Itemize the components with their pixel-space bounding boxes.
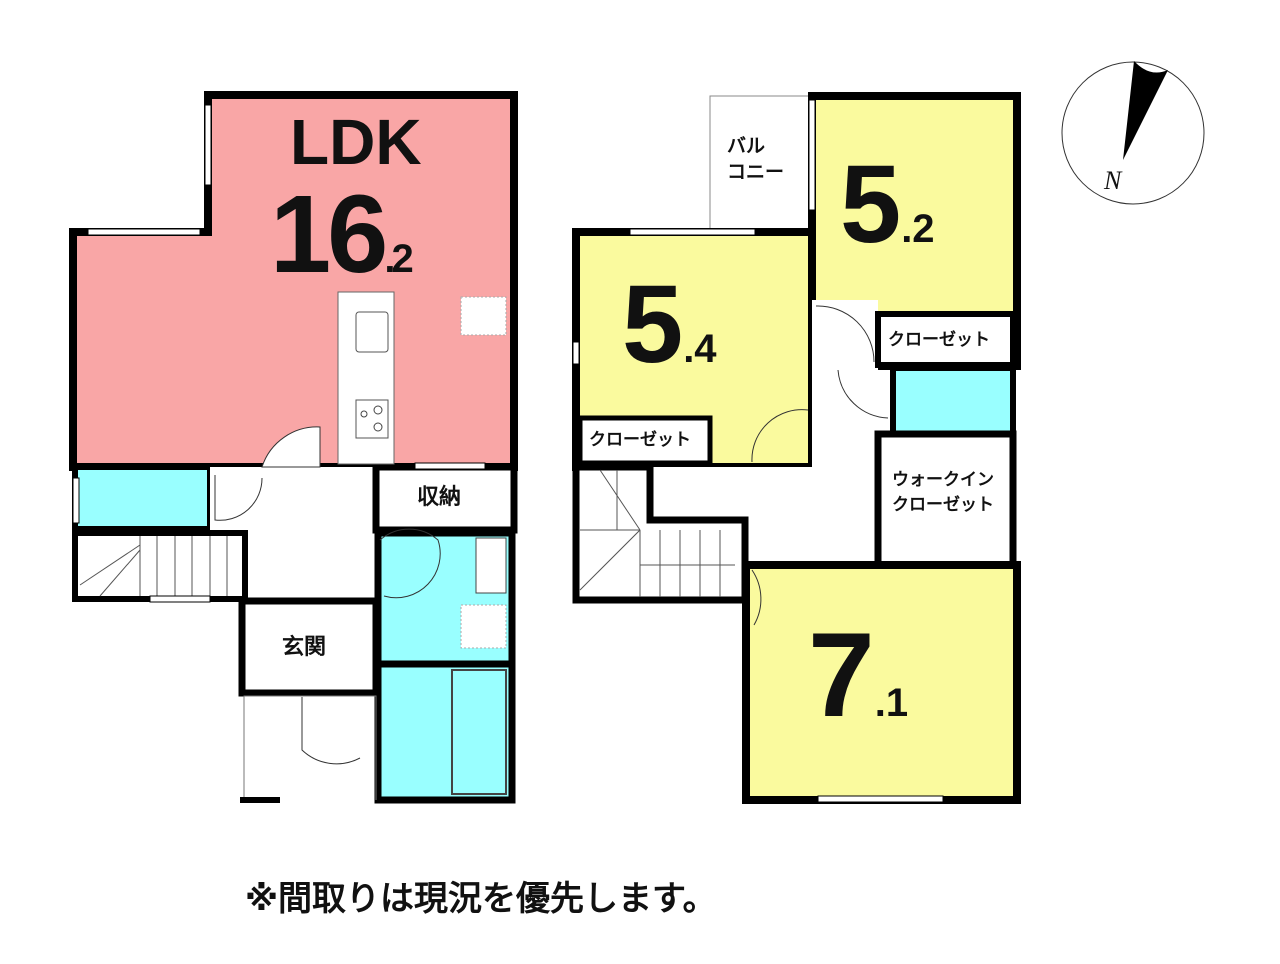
ldk-label: LDK <box>290 106 422 178</box>
windows-1f <box>72 104 486 603</box>
room-7-1-size: 7.1 <box>808 615 908 735</box>
room-7-1-int: 7 <box>808 608 875 742</box>
stairs-1f <box>72 530 248 602</box>
floor-1 <box>69 91 518 804</box>
compass <box>1061 61 1205 205</box>
closet-5-4 <box>577 415 713 466</box>
doors-2f <box>751 305 889 626</box>
balcony <box>709 95 813 233</box>
closet-5-4-label: クローゼット <box>589 430 691 450</box>
floor-2 <box>572 92 1021 804</box>
walk-in-closet <box>874 430 1017 569</box>
storage-label: 収納 <box>417 485 462 510</box>
toilet-2f <box>890 365 1016 437</box>
stair-steps-1f <box>79 536 228 597</box>
wic-label-1: ウォークイン <box>892 470 994 490</box>
stair-steps-2f <box>579 469 735 597</box>
porch <box>243 695 377 800</box>
balcony-label-1: バル <box>727 135 766 157</box>
toilet-1f <box>72 464 213 532</box>
room-5-2-size: 5.2 <box>840 150 935 260</box>
doors-1f <box>214 426 441 765</box>
ldk-size-dec: .2 <box>384 237 413 281</box>
closet-5-2-label: クローゼット <box>888 330 990 350</box>
wic-label-2: クローゼット <box>892 495 994 515</box>
compass-north-label: N <box>1104 166 1122 195</box>
room-7-1 <box>742 561 1021 804</box>
ldk-size: 16.2 <box>270 180 414 290</box>
ldk-size-int: 16 <box>270 173 388 296</box>
room-5-4-int: 5 <box>622 263 684 386</box>
balcony-label-2: コニー <box>727 161 785 183</box>
windows-2f <box>572 99 944 803</box>
fridge-space <box>460 296 507 336</box>
washbasin <box>475 537 507 594</box>
bathtub <box>451 669 507 795</box>
room-5-4-dec: .4 <box>683 327 717 371</box>
kitchen-sink <box>355 311 389 353</box>
room-7-1-dec: .1 <box>874 681 909 725</box>
room-5-2-int: 5 <box>840 143 902 266</box>
washer-space <box>460 604 507 649</box>
stove <box>355 399 389 439</box>
layout-note: ※間取りは現況を優先します。 <box>245 879 717 919</box>
entrance-room <box>238 597 380 697</box>
room-5-2-dec: .2 <box>901 207 935 251</box>
entrance-label: 玄関 <box>282 635 327 660</box>
room-5-4-size: 5.4 <box>622 270 717 380</box>
north-arrow-icon <box>1123 61 1168 160</box>
